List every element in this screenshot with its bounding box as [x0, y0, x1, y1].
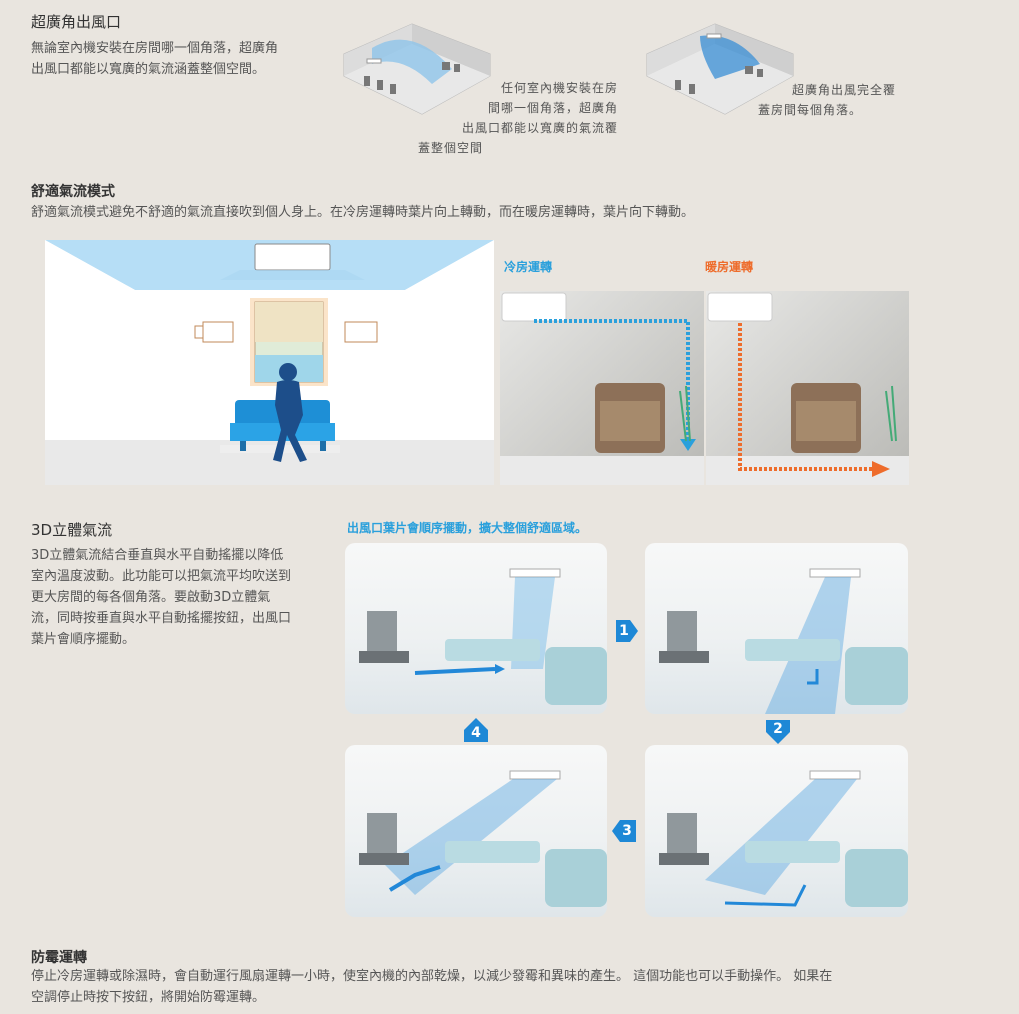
caption-line: 間哪一個角落，超廣角 — [487, 101, 618, 115]
wide-angle-description: 無論室內機安裝在房間哪一個角落，超廣角 出風口都能以寬廣的氣流涵蓋整個空間。 — [31, 38, 321, 80]
comfort-title: 舒適氣流模式 — [31, 184, 115, 200]
mold-title: 防霉運轉 — [31, 950, 87, 966]
caption-line: 蓋房間每個角落。 — [758, 103, 863, 117]
step-number: 1 — [619, 623, 629, 639]
wide-angle-room-illustration-1 — [343, 23, 491, 115]
airflow3d-panel-4 — [345, 745, 607, 917]
step-number: 4 — [471, 725, 481, 741]
cool-mode-illustration — [500, 291, 704, 485]
airflow3d-panel-3 — [645, 745, 908, 917]
airflow3d-title: 3D立體氣流 — [31, 521, 113, 539]
mold-desc-line: 停止冷房運轉或除濕時，會自動運行風扇運轉一小時，使室內機的內部乾燥，以減少發霉和… — [31, 969, 833, 984]
airflow3d-desc-line: 3D立體氣流結合垂直與水平自動搖擺以降低 — [31, 548, 284, 563]
airflow3d-panel-1 — [345, 543, 607, 714]
caption-line: 任何室內機安裝在房 — [500, 81, 618, 95]
airflow3d-desc-line: 流，同時按垂直與水平自動搖擺按鈕，出風口 — [31, 611, 292, 626]
airflow3d-desc-line: 葉片會順序擺動。 — [31, 632, 136, 647]
wide-angle-caption-1: 任何室內機安裝在房 間哪一個角落，超廣角 出風口都能以寬廣的氣流覆 蓋整個空間 — [418, 78, 618, 158]
step-number: 3 — [622, 823, 632, 839]
caption-line: 超廣角出風完全覆 — [792, 83, 897, 97]
step-4-arrow-icon: 4 — [462, 718, 490, 748]
heat-mode-label: 暖房運轉 — [705, 260, 754, 274]
airflow3d-desc-line: 室內溫度波動。此功能可以把氣流平均吹送到 — [31, 569, 292, 584]
step-1-arrow-icon: 1 — [612, 618, 638, 648]
airflow3d-diagram-caption: 出風口葉片會順序擺動，擴大整個舒適區域。 — [347, 521, 588, 535]
mold-desc-line: 空調停止時按下按鈕，將開始防霉運轉。 — [31, 990, 266, 1005]
airflow3d-desc-line: 更大房間的每各個角落。要啟動3D立體氣 — [31, 590, 271, 605]
airflow3d-panel-2 — [645, 543, 908, 714]
caption-line: 出風口都能以寬廣的氣流覆 — [461, 121, 618, 135]
step-3-arrow-icon: 3 — [612, 818, 638, 848]
comfort-description: 舒適氣流模式避免不舒適的氣流直接吹到個人身上。在冷房運轉時葉片向上轉動，而在暖房… — [31, 205, 695, 220]
airflow3d-description: 3D立體氣流結合垂直與水平自動搖擺以降低 室內溫度波動。此功能可以把氣流平均吹送… — [31, 545, 331, 650]
caption-line: 蓋整個空間 — [418, 141, 484, 155]
step-number: 2 — [773, 721, 783, 737]
wide-angle-desc-line: 無論室內機安裝在房間哪一個角落，超廣角 — [31, 41, 279, 56]
wide-angle-desc-line: 出風口都能以寬廣的氣流涵蓋整個空間。 — [31, 62, 266, 77]
cool-mode-label: 冷房運轉 — [504, 260, 553, 274]
wide-angle-title: 超廣角出風口 — [31, 13, 122, 31]
comfort-living-room-illustration — [45, 240, 494, 485]
step-2-arrow-icon: 2 — [764, 718, 792, 748]
wide-angle-caption-2: 超廣角出風完全覆 蓋房間每個角落。 — [758, 80, 918, 120]
heat-mode-illustration — [706, 291, 909, 485]
mold-description: 停止冷房運轉或除濕時，會自動運行風扇運轉一小時，使室內機的內部乾燥，以減少發霉和… — [31, 966, 991, 1008]
wide-angle-room-illustration-2 — [646, 23, 794, 115]
